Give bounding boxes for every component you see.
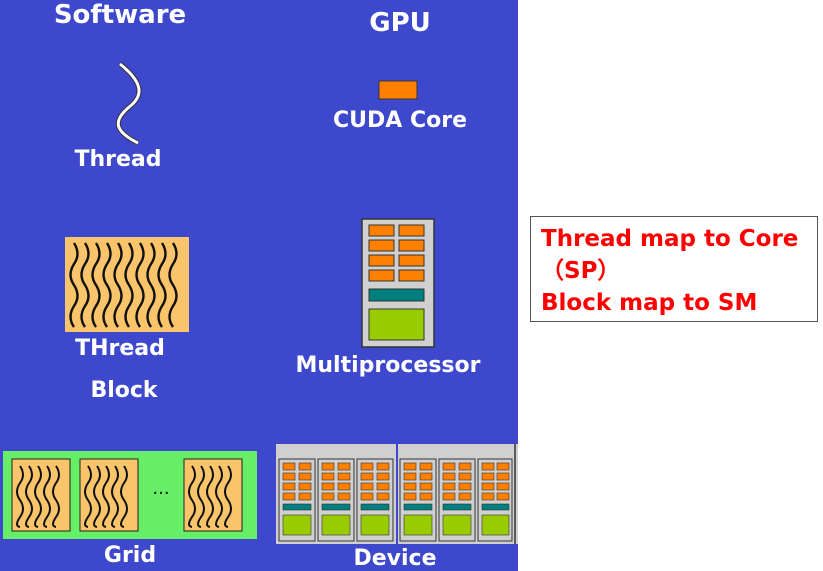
multiprocessor-label: Multiprocessor [295,353,481,378]
multiprocessor-icon [361,218,435,348]
thread-block-label-line2: Block [90,378,158,403]
device-label: Device [353,546,437,571]
software-header: Software [53,0,187,30]
cuda-core-icon [378,80,418,100]
thread-block-label-line1: THread [75,336,165,361]
cuda-core-label: CUDA Core [333,108,467,133]
thread-block-icon [65,237,189,332]
note-line-3: Block map to SM [541,290,758,316]
thread-icon [115,62,142,146]
grid-ellipsis: ... [152,478,170,499]
grid-label: Grid [103,543,157,568]
note-line-1: Thread map to Core [541,226,799,252]
mapping-note-box: Thread map to Core （SP） Block map to SM [530,216,818,322]
thread-label: Thread [74,147,162,172]
gpu-header: GPU [369,8,431,38]
grid-icon [3,451,257,539]
note-line-2: （SP） [541,258,621,284]
device-icon [276,444,518,544]
